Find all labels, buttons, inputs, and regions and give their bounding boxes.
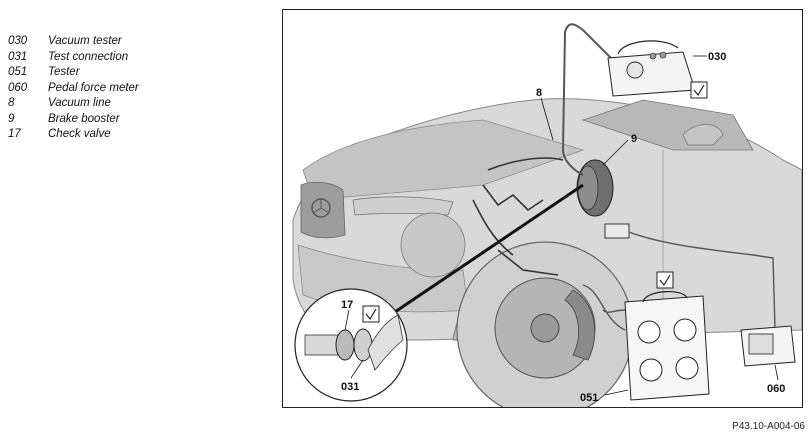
- side-mirror: [682, 124, 724, 146]
- legend-item: 17 Check valve: [8, 127, 139, 143]
- harness: [472, 157, 564, 276]
- legend-item: 030 Vacuum tester: [8, 34, 139, 50]
- pedal-sensor: [604, 223, 630, 239]
- legend-code: 8: [8, 97, 15, 109]
- checklist-icon: [690, 81, 708, 99]
- checklist-icon: [362, 305, 380, 323]
- callout-031: 031: [341, 381, 359, 393]
- legend-code: 031: [8, 50, 28, 63]
- car-hood: [302, 119, 585, 201]
- callout-8: 8: [536, 87, 542, 99]
- gauge-icon: [637, 320, 661, 344]
- legend-item: 8 Vacuum line: [8, 96, 139, 112]
- callout-030: 030: [708, 51, 726, 63]
- legend-label: Check valve: [48, 128, 111, 140]
- wheel-hub: [530, 313, 560, 343]
- callout-051: 051: [580, 392, 598, 404]
- legend-code: 17: [8, 128, 21, 140]
- fender-detail: [400, 212, 466, 278]
- headlight: [352, 196, 454, 216]
- vacuum-line: [561, 23, 624, 176]
- figure-reference-id: P43.10-A004-06: [732, 421, 805, 432]
- legend-list: 030 Vacuum tester 031 Test connection 05…: [8, 34, 139, 143]
- brake-caliper: [564, 289, 596, 361]
- legend-code: 051: [8, 66, 28, 78]
- legend-item: 060 Pedal force meter: [8, 81, 139, 97]
- gauge-icon: [639, 358, 663, 382]
- checklist-icon: [656, 271, 674, 289]
- legend-code: 060: [8, 81, 28, 94]
- vehicle-illustration: 030 8 9 17 031 051 060: [292, 23, 802, 407]
- legend-item: 031 Test connection: [8, 50, 139, 66]
- legend-item: 9 Brake booster: [8, 112, 139, 128]
- illustration-frame: 030 8 9 17 031 051 060: [282, 9, 803, 408]
- gauge-icon: [675, 356, 699, 380]
- tester-051: [624, 295, 710, 401]
- legend-label: Brake booster: [48, 112, 120, 125]
- legend-code: 9: [8, 112, 15, 125]
- legend-label: Vacuum tester: [48, 35, 122, 47]
- callout-17: 17: [341, 299, 353, 311]
- legend-item: 051 Tester: [8, 65, 139, 81]
- callout-060: 060: [767, 383, 785, 395]
- gauge-icon: [673, 318, 697, 342]
- check-valve: [335, 329, 355, 361]
- legend-label: Pedal force meter: [48, 81, 139, 94]
- front-grille: [300, 181, 346, 239]
- callout-9: 9: [631, 133, 637, 145]
- legend-label: Test connection: [48, 50, 129, 63]
- zoom-pointer: [382, 183, 584, 322]
- legend-label: Tester: [48, 66, 80, 78]
- legend-code: 030: [8, 35, 28, 47]
- legend-label: Vacuum line: [48, 97, 111, 109]
